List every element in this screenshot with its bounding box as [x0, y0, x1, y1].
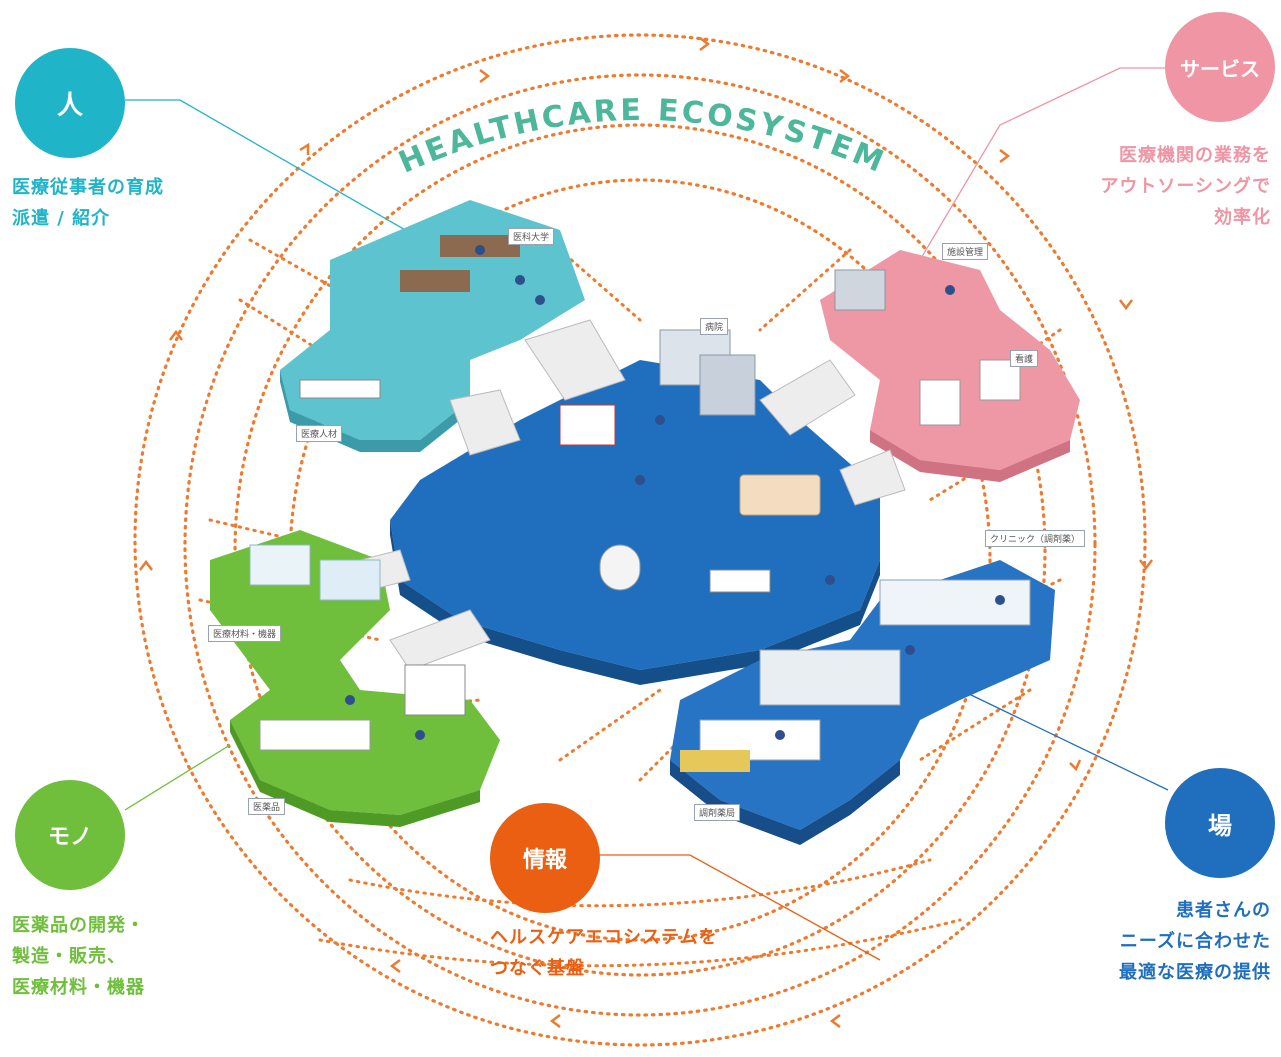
category-service-desc: 医療機関の業務を アウトソーシングで 効率化 [1100, 145, 1271, 228]
category-info-desc: ヘルスケアエコシステムを つなぐ基盤 [490, 927, 718, 979]
category-info-circle[interactable]: 情報 [490, 803, 600, 913]
label-pharmacy: 調剤薬局 [694, 804, 741, 821]
label-pharma: 医薬品 [248, 798, 286, 815]
label-university: 医科大学 [508, 228, 555, 245]
props [249, 235, 1031, 772]
category-place-label: 場 [1208, 811, 1232, 840]
ring-chevrons [139, 37, 1153, 1028]
category-connectors [124, 67, 1169, 961]
category-info-label: 情報 [522, 848, 567, 873]
label-nursing: 看護 [1010, 350, 1039, 367]
category-people-desc: 医療従事者の育成 派遣 / 紹介 [12, 177, 164, 229]
category-service-circle[interactable]: サービス [1165, 12, 1275, 122]
category-place-circle[interactable]: 場 [1165, 768, 1275, 878]
label-staffing: 医療人材 [296, 425, 343, 442]
stairs [359, 319, 906, 671]
category-service-label: サービス [1180, 56, 1260, 81]
label-hospital: 病院 [700, 318, 729, 335]
category-people-label: 人 [56, 90, 83, 121]
label-clinic: クリニック（調剤薬） [985, 530, 1086, 547]
category-place-desc: 患者さんの ニーズに合わせた 最適な医療の提供 [1119, 900, 1271, 983]
category-things-label: モノ [47, 825, 92, 850]
category-people-circle[interactable]: 人 [15, 48, 125, 158]
category-things-circle[interactable]: モノ [15, 780, 125, 890]
category-things-desc: 医薬品の開発・ 製造・販売、 医療材料・機器 [12, 915, 145, 998]
label-materials: 医療材料・機器 [208, 625, 282, 642]
label-facility: 施設管理 [942, 243, 989, 260]
